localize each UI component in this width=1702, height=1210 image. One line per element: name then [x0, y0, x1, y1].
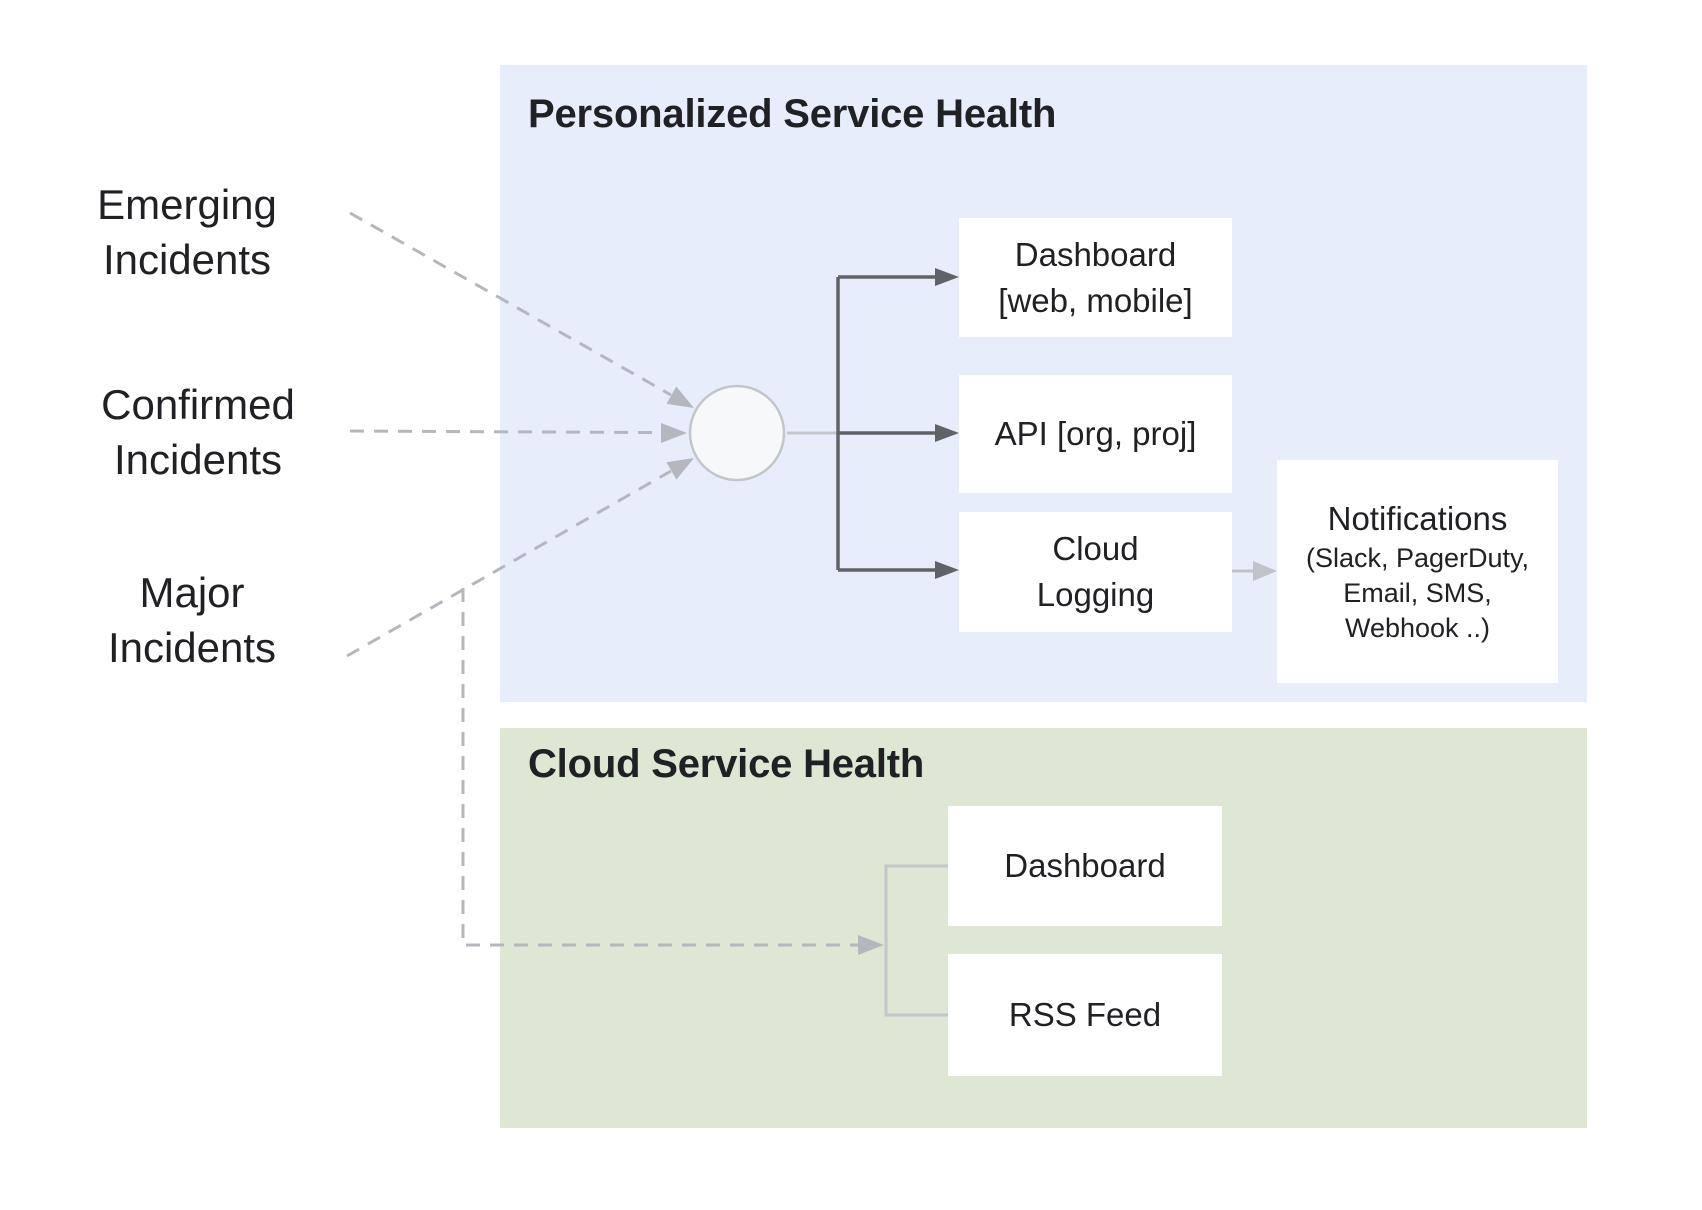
label-line: Emerging	[97, 181, 277, 228]
label-line: Confirmed	[101, 381, 295, 428]
box-label-line: [web, mobile]	[998, 281, 1193, 319]
source-label-major-incidents: Major Incidents	[32, 565, 352, 675]
box-label-line: RSS Feed	[1008, 996, 1162, 1034]
notifications-title: Notifications	[1327, 499, 1508, 537]
box-label-line: Dashboard	[1004, 847, 1166, 885]
notifications-subline: (Slack, PagerDuty,	[1305, 543, 1530, 574]
notifications-subline: Webhook ..)	[1344, 613, 1491, 644]
box-label-line: Cloud	[1052, 530, 1139, 568]
personalized-panel-title: Personalized Service Health	[528, 92, 1057, 136]
box-label-line: Dashboard	[1014, 235, 1177, 273]
rss-feed-box: RSS Feed	[948, 954, 1222, 1076]
cloud-logging-box: Cloud Logging	[959, 512, 1232, 632]
notifications-box: Notifications (Slack, PagerDuty, Email, …	[1277, 460, 1558, 683]
label-line: Incidents	[113, 436, 283, 483]
dashboard-web-mobile-box: Dashboard [web, mobile]	[959, 218, 1232, 337]
label-line: Incidents	[107, 624, 277, 671]
box-label-line: API [org, proj]	[994, 415, 1197, 453]
dashboard-box: Dashboard	[948, 806, 1222, 926]
label-line: Incidents	[102, 236, 272, 283]
notifications-subline: Email, SMS,	[1343, 578, 1492, 609]
label-line: Major	[139, 569, 245, 616]
box-label-line: Logging	[1036, 576, 1155, 613]
api-org-proj-box: API [org, proj]	[959, 375, 1232, 493]
cloud-panel-title: Cloud Service Health	[528, 742, 925, 786]
source-label-emerging-incidents: Emerging Incidents	[27, 177, 347, 287]
source-label-confirmed-incidents: Confirmed Incidents	[38, 377, 358, 487]
